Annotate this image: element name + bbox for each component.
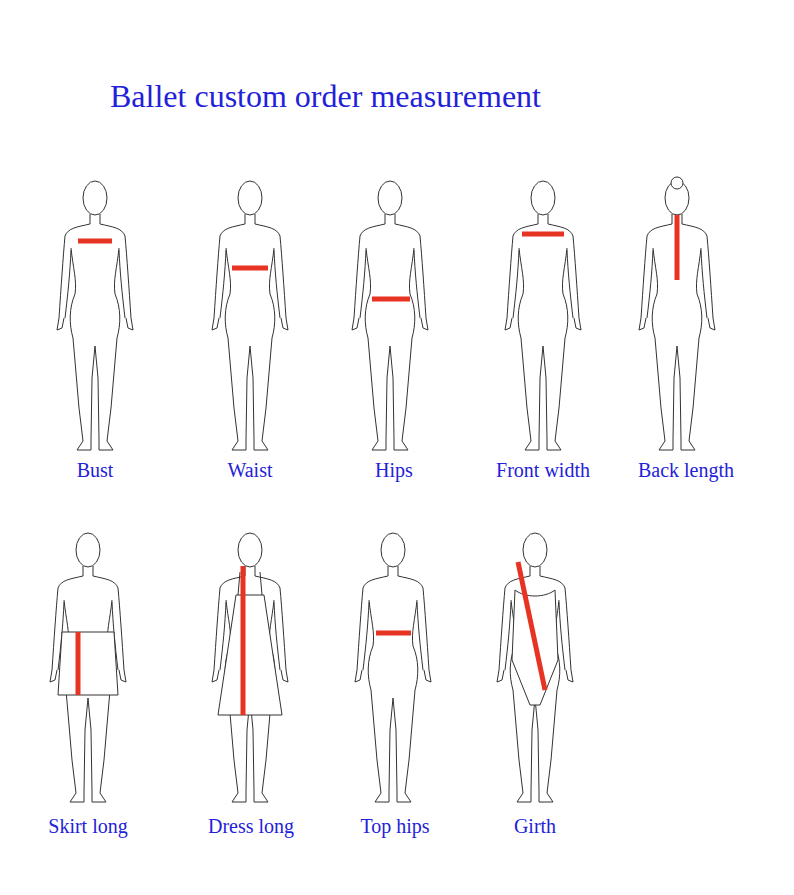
- figures: [50, 181, 715, 802]
- measure-bar: [78, 239, 112, 244]
- measure-bar: [241, 566, 246, 715]
- hair-bun: [671, 177, 683, 189]
- measure-marks: [78, 215, 677, 715]
- figure: [212, 533, 288, 802]
- figure: [50, 533, 126, 802]
- figure-label: Back length: [638, 459, 734, 482]
- figure: [352, 181, 428, 450]
- measure-bar: [232, 266, 268, 271]
- figure: [212, 181, 288, 450]
- figure-label: Hips: [375, 459, 413, 482]
- figure-label: Girth: [514, 815, 556, 838]
- dress-outline: [218, 572, 282, 715]
- measure-bar: [522, 232, 564, 237]
- title: Ballet custom order measurement: [110, 78, 541, 115]
- figure-label: Dress long: [208, 815, 294, 838]
- measure-bar: [76, 632, 81, 695]
- figure-label: Skirt long: [48, 815, 127, 838]
- measure-bar: [518, 562, 545, 690]
- figure: [639, 181, 715, 450]
- figure: [505, 181, 581, 450]
- figure: [497, 533, 573, 802]
- figure-label: Bust: [77, 459, 114, 482]
- figure-label: Front width: [496, 459, 590, 482]
- measure-bar: [372, 297, 410, 302]
- measure-bar: [675, 215, 680, 280]
- figure: [355, 533, 431, 802]
- figure-label: Top hips: [360, 815, 429, 838]
- skirt-outline: [58, 632, 118, 695]
- garments: [58, 177, 683, 715]
- measure-bar: [376, 631, 411, 636]
- figure: [57, 181, 133, 450]
- figure-label: Waist: [227, 459, 272, 482]
